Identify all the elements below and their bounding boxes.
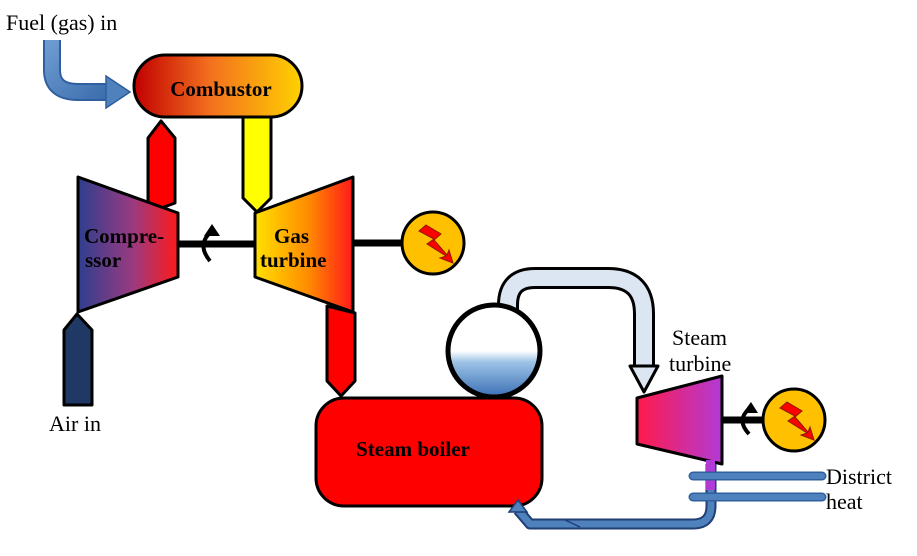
steam-turbine <box>635 374 724 466</box>
fuel-in-label: Fuel (gas) in <box>6 10 117 35</box>
water-return-pipe <box>507 464 717 530</box>
compressor: Compre- ssor <box>76 175 180 314</box>
air-in-label: Air in <box>49 411 101 436</box>
combustor-label: Combustor <box>170 77 272 101</box>
compressor-label-line2: ssor <box>85 248 121 272</box>
air-inlet-duct <box>62 312 94 407</box>
generator-1 <box>400 210 466 276</box>
compressed-air-duct <box>146 119 177 215</box>
hot-gas-duct <box>241 115 273 214</box>
exhaust-duct <box>325 304 357 398</box>
lightning-bolt-icon <box>779 401 815 441</box>
compressor-label-line1: Compre- <box>84 224 164 248</box>
district-heat-label-line1: District <box>826 464 892 489</box>
lightning-bolt-icon <box>418 224 454 264</box>
curved-arrow-icon <box>201 224 220 263</box>
district-heat-label-line2: heat <box>826 489 863 514</box>
district-heat-pipes <box>688 471 827 502</box>
steam-drum <box>445 302 543 400</box>
combustor: Combustor <box>132 53 304 119</box>
steam-turbine-label-line2: turbine <box>669 351 731 376</box>
steam-boiler: Steam boiler <box>314 396 544 508</box>
gas-turbine: Gas turbine <box>253 175 355 314</box>
curved-arrow-icon <box>740 402 758 436</box>
steam-pipe <box>497 267 660 394</box>
gas-turbine-label-line1: Gas <box>274 224 309 248</box>
gas-turbine-label-line2: turbine <box>260 248 327 272</box>
steam-turbine-label-line1: Steam <box>672 325 727 350</box>
fuel-inlet-pipe <box>43 40 132 110</box>
generator-2 <box>761 387 827 453</box>
steam-boiler-label: Steam boiler <box>356 437 470 461</box>
